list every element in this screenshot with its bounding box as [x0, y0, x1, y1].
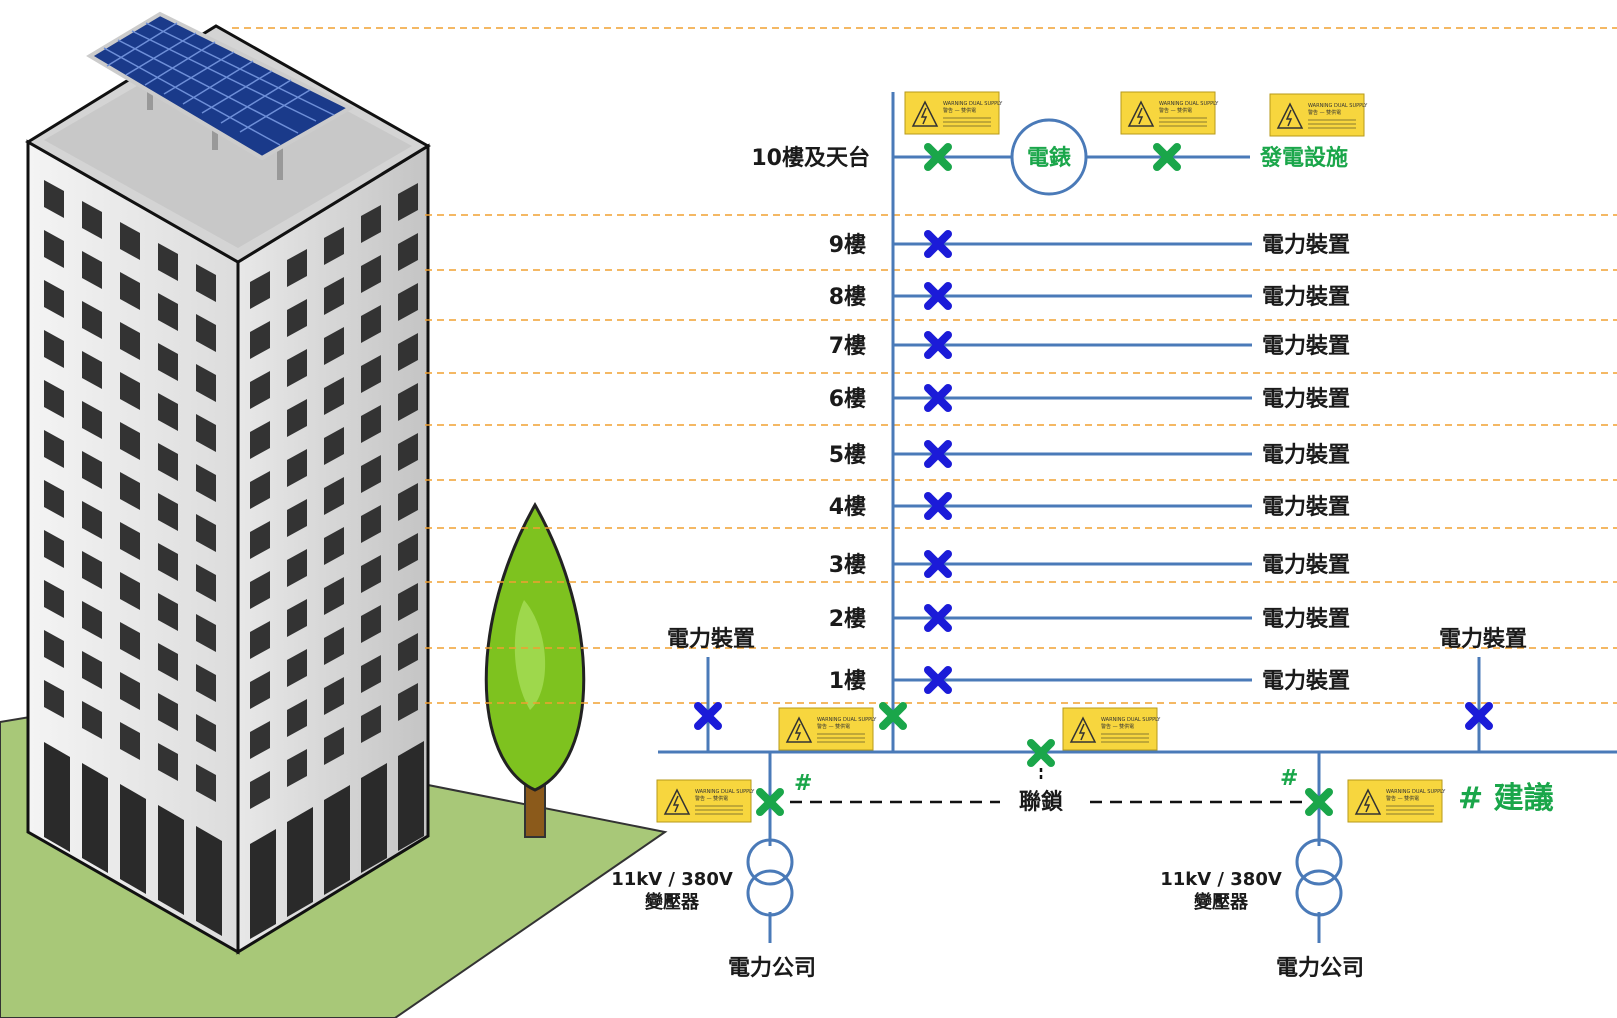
- floor-device-label: 電力裝置: [1262, 285, 1350, 310]
- tree: [484, 501, 586, 838]
- floor-guide-lines: [232, 27, 1617, 704]
- floor-device-label: 電力裝置: [1262, 387, 1350, 412]
- hash-mark-left: #: [794, 771, 812, 796]
- transformer-right-name: 變壓器: [1194, 891, 1249, 913]
- blue-switch-floor: [924, 282, 952, 310]
- blue-switch-floor: [924, 440, 952, 468]
- warning-sign-line1: WARNING DUAL SUPPLY: [695, 789, 755, 795]
- warning-sign-line1: WARNING DUAL SUPPLY: [1101, 717, 1161, 723]
- blue-switch-floor: [924, 604, 952, 632]
- interlock-label: 聯鎖: [1019, 789, 1064, 815]
- solar-panel: [86, 11, 355, 180]
- blue-switch-floor: [924, 666, 952, 694]
- recommendation-note: # 建議: [1458, 781, 1554, 816]
- green-switch-riser: [879, 702, 907, 730]
- hash-mark-right: #: [1280, 766, 1298, 791]
- transformer-right-coil-bottom: [1295, 869, 1343, 917]
- transformer-right-coil-top: [1295, 838, 1343, 886]
- warning-sign-line1: WARNING DUAL SUPPLY: [1159, 101, 1219, 107]
- blue-switch-floor: [924, 492, 952, 520]
- transformer-left-coil-bottom: [746, 869, 794, 917]
- transformer-left-name: 變壓器: [645, 891, 700, 913]
- green-switch-bus-tie: [1027, 739, 1055, 767]
- floor-device-label: 電力裝置: [1262, 233, 1350, 258]
- blue-switch-floor: [924, 550, 952, 578]
- warning-sign-line1: WARNING DUAL SUPPLY: [817, 717, 877, 723]
- floor-label: 1樓: [829, 669, 866, 694]
- meter-label: 電錶: [1027, 145, 1071, 171]
- transformer-left-rating: 11kV / 380V: [611, 869, 733, 890]
- roof-parapet: [44, 40, 412, 248]
- blue-switch-floor: [924, 384, 952, 412]
- floor-branches: 9樓電力裝置8樓電力裝置7樓電力裝置6樓電力裝置5樓電力裝置4樓電力裝置3樓電力…: [829, 230, 1350, 694]
- bus-left-device-label: 電力裝置: [667, 627, 755, 652]
- wiring: [658, 92, 1617, 943]
- floor-label: 3樓: [829, 553, 866, 578]
- warning-sign-line1: WARNING DUAL SUPPLY: [1308, 103, 1368, 109]
- blue-switch-bus-right: [1465, 702, 1493, 730]
- warning-sign-line2: 警告 — 雙供電: [1386, 795, 1419, 802]
- floor-label: 4樓: [829, 495, 866, 520]
- building-windows: [44, 180, 424, 939]
- transformer-left-coil-top: [746, 838, 794, 886]
- warning-sign-line2: 警告 — 雙供電: [1101, 723, 1134, 730]
- warning-sign-line2: 警告 — 雙供電: [1308, 109, 1341, 116]
- green-switch-transformer-right: [1305, 788, 1333, 816]
- floor-device-label: 電力裝置: [1262, 443, 1350, 468]
- meter-circle: [1010, 118, 1088, 196]
- blue-switch-bus-left: [694, 702, 722, 730]
- floor-device-label: 電力裝置: [1262, 495, 1350, 520]
- blue-switch-floor: [924, 331, 952, 359]
- floor-device-label: 電力裝置: [1262, 607, 1350, 632]
- floor-label: 6樓: [829, 387, 866, 412]
- supply-right-label: 電力公司: [1276, 956, 1364, 981]
- supply-left-label: 電力公司: [728, 956, 816, 981]
- green-switch-top-a: [924, 143, 952, 171]
- building-illustration: [0, 11, 668, 1018]
- floor-label: 9樓: [829, 233, 866, 258]
- warning-sign-line1: WARNING DUAL SUPPLY: [1386, 789, 1446, 795]
- bus-right-device-label: 電力裝置: [1439, 627, 1527, 652]
- green-switch-transformer-left: [756, 788, 784, 816]
- switches: [694, 143, 1493, 816]
- green-switch-top-b: [1153, 143, 1181, 171]
- warning-sign-line2: 警告 — 雙供電: [943, 107, 976, 114]
- floor-device-label: 電力裝置: [1262, 669, 1350, 694]
- generator-label: 發電設施: [1259, 145, 1348, 171]
- floor-label: 5樓: [829, 443, 866, 468]
- warning-sign-line2: 警告 — 雙供電: [817, 723, 850, 730]
- warning-sign-line2: 警告 — 雙供電: [695, 795, 728, 802]
- top-floor-label: 10樓及天台: [751, 145, 870, 171]
- floor-label: 8樓: [829, 285, 866, 310]
- floor-label: 2樓: [829, 607, 866, 632]
- warning-sign-line1: WARNING DUAL SUPPLY: [943, 101, 1003, 107]
- floor-device-label: 電力裝置: [1262, 553, 1350, 578]
- floor-device-label: 電力裝置: [1262, 334, 1350, 359]
- floor-label: 7樓: [829, 334, 866, 359]
- transformer-right-rating: 11kV / 380V: [1160, 869, 1282, 890]
- warning-sign-line2: 警告 — 雙供電: [1159, 107, 1192, 114]
- blue-switch-floor: [924, 230, 952, 258]
